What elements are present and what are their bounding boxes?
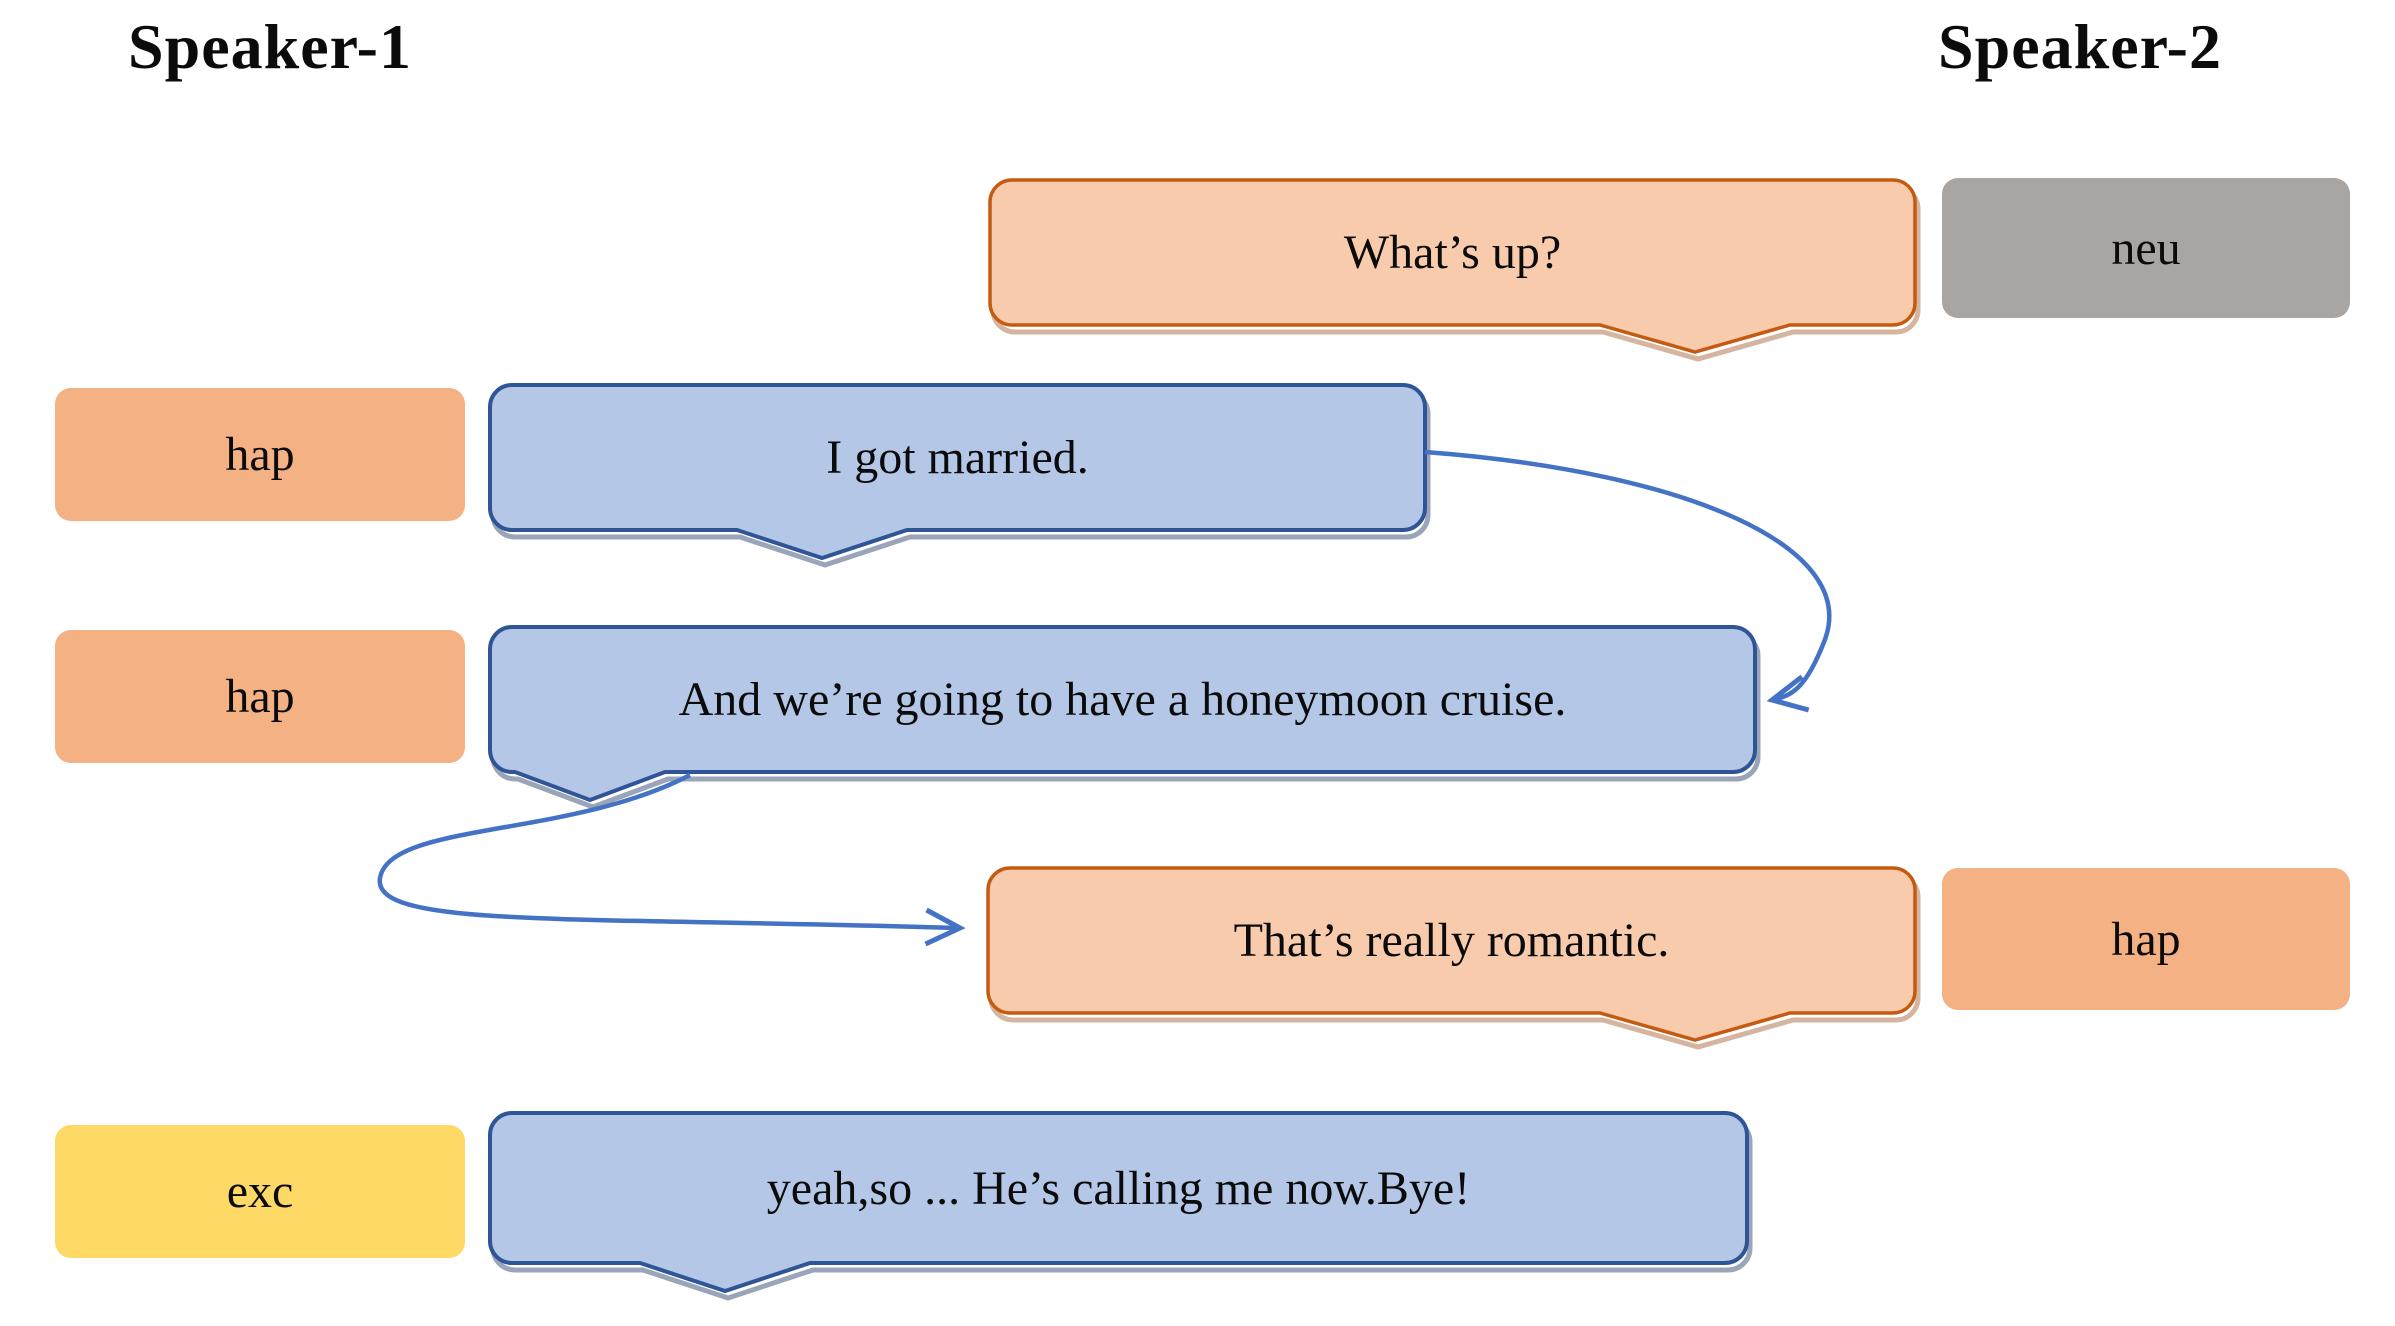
bubble-msg1 [988,178,1917,354]
message-text-msg2: I got married. [826,431,1089,484]
message-text-msg3: And we’re going to have a honeymoon crui… [678,673,1567,726]
speaker1-title: Speaker-1 [128,11,412,82]
message-text-msg1: What’s up? [1343,226,1562,279]
message-text-msg5: yeah,so ... He’s calling me now.Bye! [766,1161,1471,1215]
emotion-badge-msg3: hap [55,630,465,763]
bubble-msg3 [488,625,1757,803]
emotion-badge-msg5: exc [55,1125,465,1258]
emotion-badge-msg1: neu [1942,178,2350,318]
speaker2-title: Speaker-2 [1938,11,2222,82]
bubble-msg4 [986,866,1917,1042]
emotion-badge-msg2: hap [55,388,465,521]
arrow-msg3-to-msg4 [377,773,966,947]
emotion-badge-msg4: hap [1942,868,2350,1010]
bubble-msg2 [488,383,1427,561]
bubble-msg5 [488,1111,1749,1294]
arrow-msg2-to-msg3 [1424,449,1832,713]
message-text-msg4: That’s really romantic. [1233,914,1670,967]
